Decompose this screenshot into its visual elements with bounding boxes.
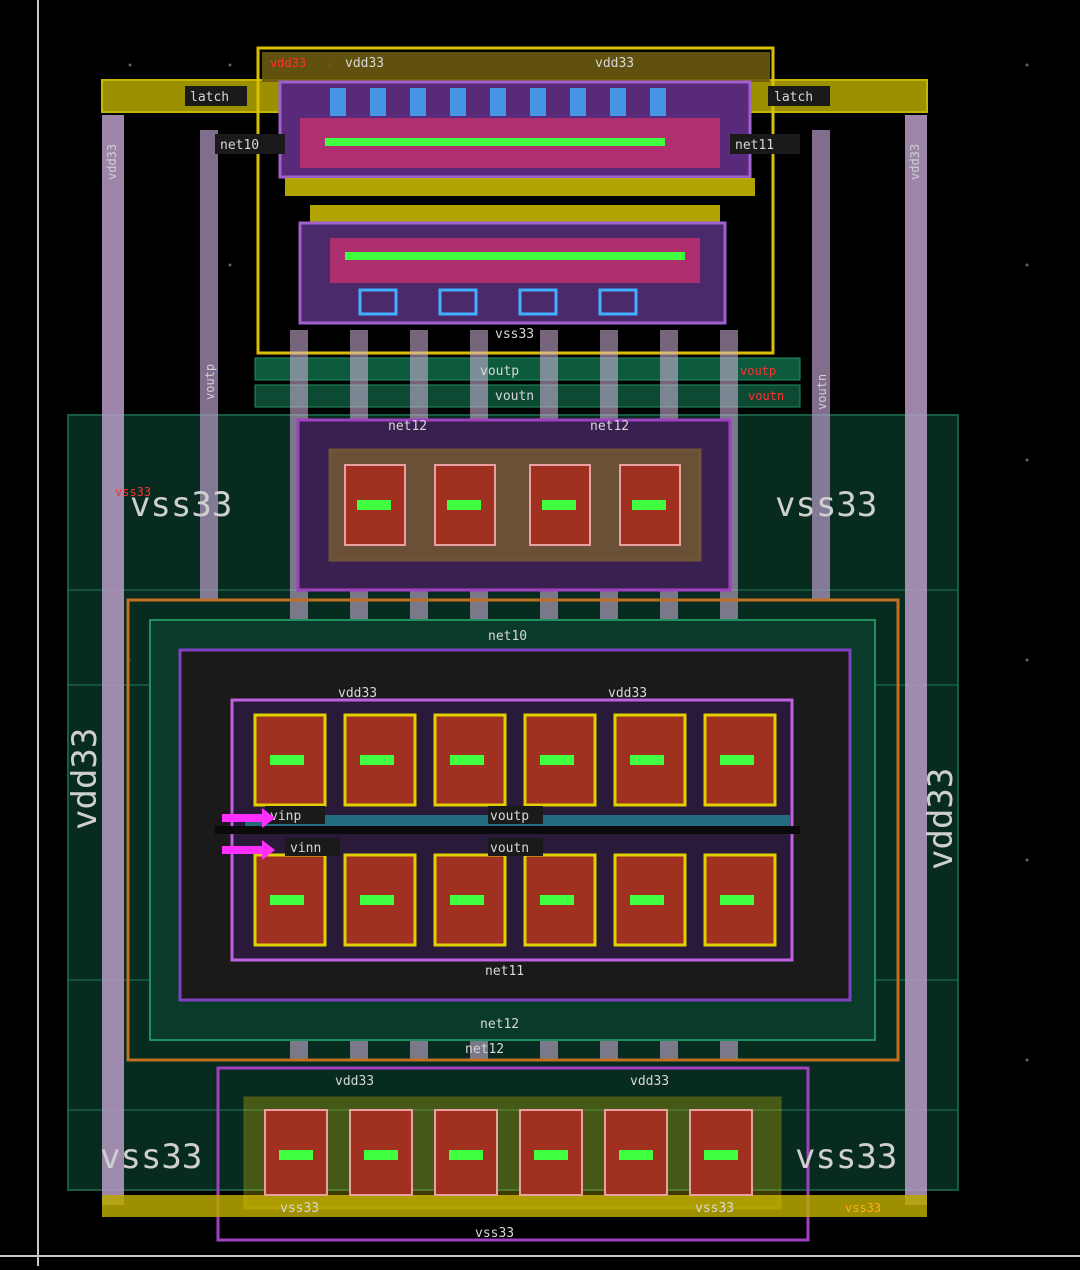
tail-block-outline — [216, 1066, 810, 1242]
device-contact-mark — [542, 500, 576, 510]
input-block-outer — [126, 598, 900, 1062]
grid-dots — [128, 63, 1029, 1062]
net11-label-right: net11 — [735, 138, 774, 153]
rail-left-outer — [102, 115, 124, 1205]
vdd33-label-mid-right: vdd33 — [608, 686, 647, 701]
device-contact-mark — [270, 755, 304, 765]
vdd33-label-mid-left: vdd33 — [338, 686, 377, 701]
vinn-label: vinn — [290, 841, 321, 856]
latch-label-right: latch — [774, 90, 813, 105]
input-devices-top — [253, 713, 777, 807]
pmos-mid-diff — [330, 238, 700, 283]
vdd33-label-top-right: vdd33 — [595, 56, 634, 71]
vinp-label-bg — [265, 806, 325, 824]
voutp-label-center: voutp — [490, 809, 529, 824]
net12-label-lower: net12 — [480, 1017, 519, 1032]
rail-left-inner — [200, 130, 218, 600]
vdd33-vert-left-rail: vdd33 — [105, 144, 119, 180]
voutn-label: voutn — [495, 389, 534, 404]
pmos-top-fingers — [330, 88, 666, 116]
vdd33-vert-right-rail: vdd33 — [908, 144, 922, 180]
vdd33-label-top-left: vdd33 — [345, 56, 384, 71]
voutn-vert-right: voutn — [815, 374, 829, 410]
voutp-vert-left: voutp — [203, 364, 217, 400]
device-contact-mark — [540, 895, 574, 905]
net12-label-left: net12 — [388, 419, 427, 434]
device-contact-mark — [720, 895, 754, 905]
vinp-label: vinp — [270, 809, 301, 824]
vdd33-label-tail-left: vdd33 — [335, 1074, 374, 1089]
net10-label-mid: net10 — [488, 629, 527, 644]
voutn-label-center-bg — [488, 838, 543, 856]
vss33-label-bottom-left: vss33 — [280, 1201, 319, 1216]
poly-bar-1 — [285, 178, 755, 196]
device-contact-mark — [450, 895, 484, 905]
latch-label-left: latch — [190, 90, 229, 105]
vdd33-label-tail-right: vdd33 — [630, 1074, 669, 1089]
device-contact-mark — [704, 1150, 738, 1160]
latch-label-right-bg — [768, 86, 830, 106]
vss33-orange-marker: vss33 — [845, 1201, 881, 1215]
pmos-top-contacts — [325, 138, 665, 146]
voutn-label-right: voutn — [748, 389, 784, 403]
vss33-red-marker-left: vss33 — [115, 485, 151, 499]
device-contact-mark — [447, 500, 481, 510]
device-contact-mark — [357, 500, 391, 510]
device-contact-mark — [540, 755, 574, 765]
vinn-label-bg — [285, 838, 340, 856]
device-contact-mark — [720, 755, 754, 765]
rail-right-outer — [905, 115, 927, 1205]
net10-label-left-bg — [215, 134, 285, 154]
device-contact-mark — [630, 755, 664, 765]
net11-label-right-bg — [730, 134, 800, 154]
net12-label-right: net12 — [590, 419, 629, 434]
pmos-mid-fingers — [358, 288, 638, 316]
vss33-label-upper: vss33 — [495, 327, 534, 342]
vss33-big-right: vss33 — [775, 485, 877, 525]
net11-label-lower: net11 — [485, 964, 524, 979]
device-contact-mark — [360, 895, 394, 905]
latch-label-left-bg — [185, 86, 247, 106]
device-contact-mark — [534, 1150, 568, 1160]
device-contact-mark — [279, 1150, 313, 1160]
text-labels: latch latch vdd33 vdd33 vdd33 net10 net1… — [65, 56, 961, 1241]
metal-strip-voutp — [254, 357, 801, 381]
vss33-big-bottom-right: vss33 — [795, 1137, 897, 1177]
top-vdd-strip — [262, 52, 770, 82]
vdd33-big-vert-left: vdd33 — [65, 728, 105, 830]
device-contact-mark — [632, 500, 666, 510]
device-contact-mark — [360, 755, 394, 765]
voutp-label-center-bg — [488, 806, 543, 824]
device-contact-mark — [630, 895, 664, 905]
voutp-label-right: voutp — [740, 364, 776, 378]
vss33-label-bottom-right: vss33 — [695, 1201, 734, 1216]
voutn-label-center: voutn — [490, 841, 529, 856]
top-block-outline — [256, 46, 775, 355]
voutp-label: voutp — [480, 364, 519, 379]
vss33-big-bottom-left: vss33 — [100, 1137, 202, 1177]
device-contact-marks — [270, 500, 754, 1160]
pmos-mid-contacts — [345, 252, 685, 260]
device-contact-mark — [619, 1150, 653, 1160]
bottom-vss-bar — [102, 1195, 927, 1217]
vss33-big-left: vss33 — [130, 485, 232, 525]
magenta-arrow-icon — [222, 808, 275, 860]
vss33-label-bottom-center: vss33 — [475, 1226, 514, 1241]
net12-label-lower-2: net12 — [465, 1042, 504, 1057]
device-contact-mark — [449, 1150, 483, 1160]
device-contact-mark — [270, 895, 304, 905]
device-contact-mark — [364, 1150, 398, 1160]
poly-bar-2 — [310, 205, 720, 223]
vdd33-marker-label: vdd33 — [270, 56, 306, 70]
rail-right-inner — [812, 130, 830, 600]
vdd33-big-vert-right: vdd33 — [921, 768, 961, 870]
net10-label-left: net10 — [220, 138, 259, 153]
device-contact-mark — [450, 755, 484, 765]
